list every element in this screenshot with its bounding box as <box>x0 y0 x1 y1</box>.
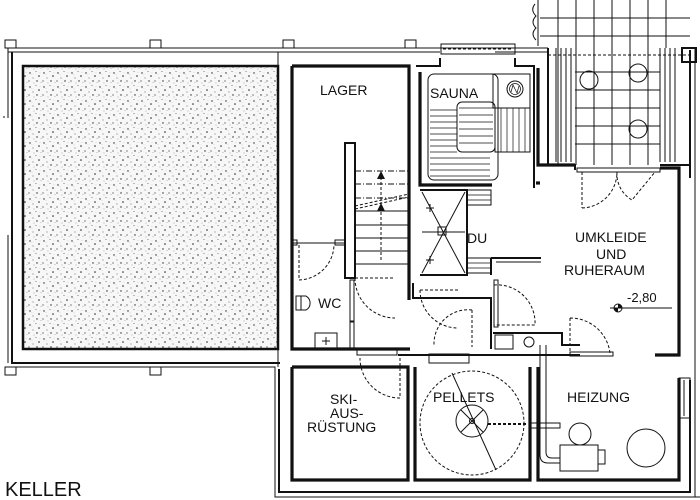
room-label-ski-3: RÜSTUNG <box>307 418 376 435</box>
shower-room: DU <box>420 189 541 276</box>
door-swing <box>569 317 611 354</box>
boiler-tank-icon <box>568 422 592 446</box>
boiler-icon <box>559 444 599 472</box>
door-swing <box>359 357 401 399</box>
drain-icon <box>437 226 447 236</box>
pellet-feeder-icon <box>455 404 489 438</box>
level-value: -2,80 <box>627 290 657 305</box>
storage-tank-icon <box>626 428 666 468</box>
terrace <box>532 0 690 209</box>
room-label-umkleide-1: UMKLEIDE <box>575 229 647 245</box>
room-label-du: DU <box>467 230 487 246</box>
outer-walls <box>3 39 700 498</box>
sauna-heater-icon <box>506 80 524 98</box>
room-label-heizung: HEIZUNG <box>567 389 630 405</box>
room-label-sauna: SAUNA <box>430 85 479 101</box>
level-marker: -2,80 <box>610 290 672 313</box>
door-swing <box>493 284 536 326</box>
stair-arrow-icon <box>377 203 385 211</box>
umkleide-room: UMKLEIDE UND RUHERAUM -2,80 <box>536 68 681 357</box>
room-label-ski-2: AUS- <box>330 405 364 421</box>
plant-pot-icon <box>628 119 648 139</box>
sauna-bench-slats <box>430 109 490 177</box>
room-label-lager: LAGER <box>320 82 367 98</box>
room-label-wc: WC <box>318 295 341 311</box>
window <box>678 377 691 419</box>
drawing-title: KELLER <box>5 479 82 500</box>
room-label-umkleide-3: RUHERAUM <box>564 262 645 278</box>
staircase <box>354 170 410 265</box>
room-label-umkleide-2: UND <box>596 246 626 262</box>
chimney-icon <box>523 336 535 348</box>
corridor <box>412 279 580 350</box>
toilet-icon <box>295 295 311 311</box>
lower-rooms: SKI- AUS- RÜSTUNG PELLETS HEIZUNG <box>290 336 691 482</box>
door-swing <box>433 309 473 347</box>
terrace-door-swing <box>581 171 656 209</box>
door-swing <box>419 289 459 329</box>
room-label-pellets: PELLETS <box>433 389 494 405</box>
room-label-ski-1: SKI- <box>330 391 358 407</box>
stair-arrow-icon <box>377 171 385 179</box>
gravel-area <box>21 52 280 367</box>
sink-icon <box>314 332 338 350</box>
lager-room <box>290 64 411 356</box>
terrace-grid <box>540 0 690 165</box>
plant-pot-icon <box>579 70 599 90</box>
plant-pot-icon <box>628 63 648 83</box>
sauna-room: SAUNA <box>416 43 535 188</box>
